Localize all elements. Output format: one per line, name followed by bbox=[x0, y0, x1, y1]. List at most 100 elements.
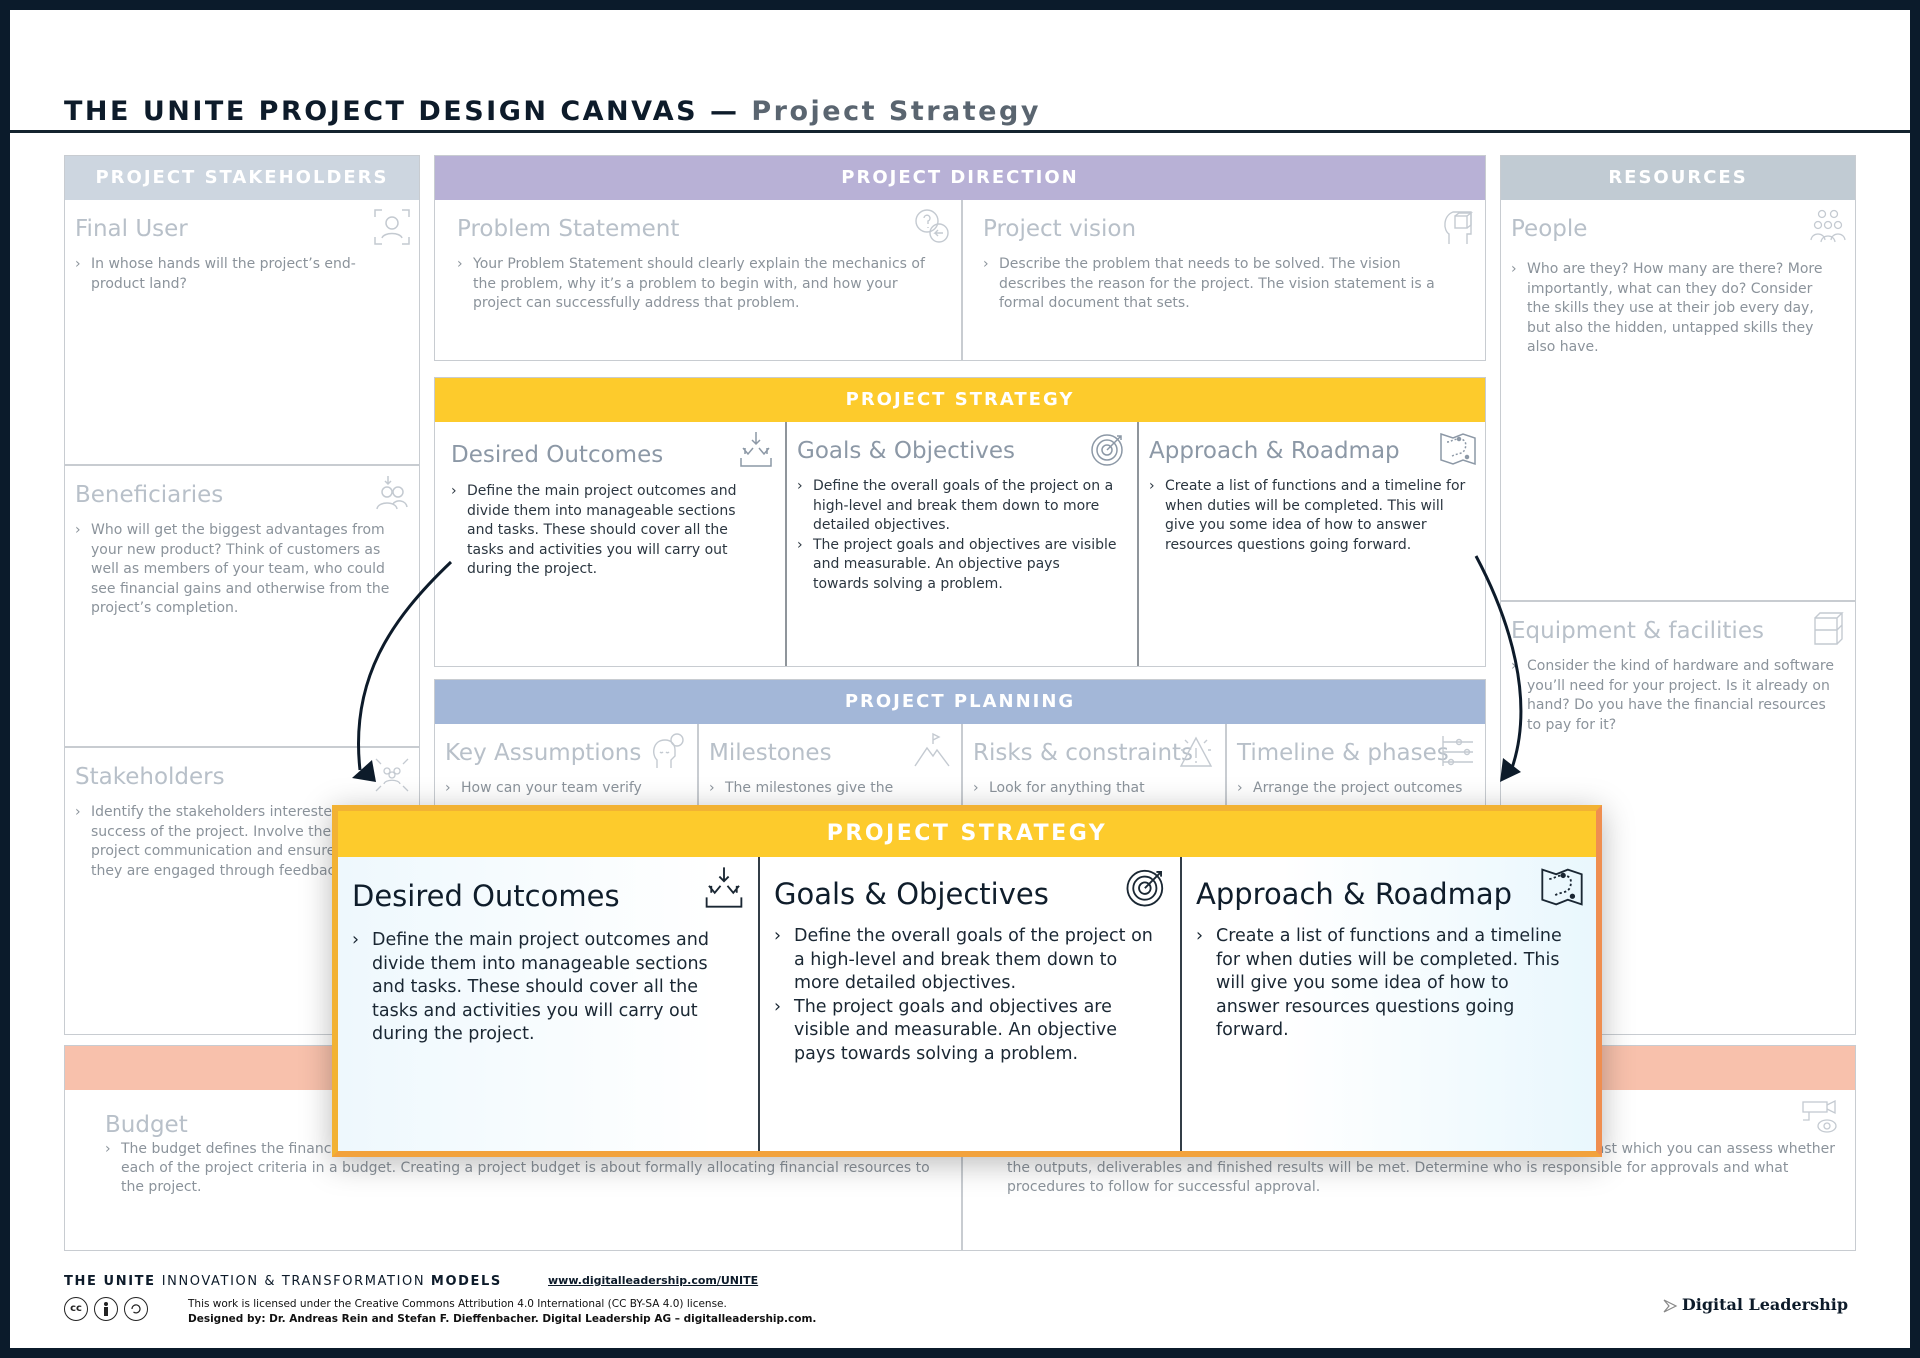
planning-section: PROJECT PLANNING Key Assumptions How can… bbox=[434, 679, 1486, 819]
footer-title-part: THE UNITE bbox=[64, 1274, 162, 1289]
cell-title: Budget bbox=[105, 1112, 188, 1138]
title-divider bbox=[10, 130, 1910, 133]
cell-title: Beneficiaries bbox=[75, 482, 224, 508]
boxes-icon bbox=[1814, 612, 1844, 645]
cell-bullet: Define the overall goals of the project … bbox=[797, 477, 1117, 536]
section-header: RESOURCES bbox=[1501, 156, 1855, 200]
warning-icon bbox=[1179, 736, 1213, 767]
divider bbox=[961, 1090, 963, 1250]
cell-timeline-phases[interactable]: Timeline & phases Arrange the project ou… bbox=[1227, 724, 1485, 818]
cell-bullet: Your Problem Statement should clearly ex… bbox=[457, 255, 941, 314]
cell-bullet: Arrange the project outcomes bbox=[1237, 779, 1467, 799]
overlay-header: PROJECT STRATEGY bbox=[338, 811, 1596, 857]
cell-people[interactable]: People Who are they? How many are there?… bbox=[1501, 200, 1855, 600]
timeline-sliders-icon bbox=[1442, 736, 1473, 766]
cell-stakeholders[interactable]: Stakeholders Identify the stakeholders i… bbox=[65, 748, 419, 1034]
overlay-cell-goals-objectives[interactable]: Goals & Objectives Define the overall go… bbox=[760, 857, 1180, 1151]
cc-icon: cc bbox=[64, 1297, 88, 1321]
divider bbox=[758, 857, 760, 1151]
cell-bullet: Describe the problem that needs to be so… bbox=[983, 255, 1467, 314]
cell-bullet: In whose hands will the project’s end-pr… bbox=[75, 255, 401, 294]
footer-title-part: MODELS bbox=[430, 1274, 502, 1289]
attribution-icon bbox=[94, 1297, 118, 1321]
cell-final-user[interactable]: Final User In whose hands will the proje… bbox=[65, 200, 419, 464]
footer-title: THE UNITE INNOVATION & TRANSFORMATION MO… bbox=[64, 1274, 502, 1289]
cell-milestones[interactable]: Milestones The milestones give the bbox=[699, 724, 961, 818]
share-alike-icon bbox=[124, 1297, 148, 1321]
user-focus-icon bbox=[374, 209, 410, 245]
cell-key-assumptions[interactable]: Key Assumptions How can your team verify bbox=[435, 724, 697, 818]
cell-approach-roadmap[interactable]: Approach & Roadmap Create a list of func… bbox=[1139, 422, 1485, 666]
stakeholders-group-icon bbox=[375, 758, 409, 792]
cell-project-vision[interactable]: Project vision Describe the problem that… bbox=[973, 200, 1485, 360]
cell-title: Approach & Roadmap bbox=[1149, 438, 1400, 464]
download-tray-icon bbox=[740, 432, 772, 467]
cell-title: Desired Outcomes bbox=[451, 442, 664, 468]
cell-equipment-facilities[interactable]: Equipment & facilities Consider the kind… bbox=[1501, 602, 1855, 1034]
title-main: THE UNITE PROJECT DESIGN CANVAS — bbox=[64, 96, 752, 127]
roadmap-icon bbox=[1541, 868, 1583, 906]
divider bbox=[1137, 422, 1139, 666]
cell-risks-constraints[interactable]: Risks & constraints Look for anything th… bbox=[963, 724, 1225, 818]
cell-goals-objectives[interactable]: Goals & Objectives Define the overall go… bbox=[787, 422, 1137, 666]
cell-bullet: Who will get the biggest advantages from… bbox=[75, 521, 401, 619]
cell-bullet: Who are they? How many are there? More i… bbox=[1511, 260, 1837, 358]
download-tray-icon bbox=[705, 867, 743, 908]
question-chat-icon bbox=[915, 209, 949, 243]
section-header: PROJECT DIRECTION bbox=[435, 156, 1485, 200]
footer-link[interactable]: www.digitalleadership.com/UNITE bbox=[548, 1274, 759, 1287]
cell-title: Timeline & phases bbox=[1237, 740, 1449, 766]
cell-desired-outcomes[interactable]: Desired Outcomes Define the main project… bbox=[441, 422, 785, 666]
cell-bullet: The project goals and objectives are vis… bbox=[774, 996, 1160, 1067]
cell-title: Desired Outcomes bbox=[352, 879, 620, 913]
cell-bullet: Look for anything that bbox=[973, 779, 1205, 799]
beneficiaries-icon bbox=[376, 476, 408, 510]
cell-bullet: Define the main project outcomes and div… bbox=[352, 929, 738, 1047]
divider bbox=[1225, 724, 1227, 818]
cell-bullet: The milestones give the bbox=[709, 779, 941, 799]
cell-title: Risks & constraints bbox=[973, 740, 1194, 766]
cell-title: Milestones bbox=[709, 740, 832, 766]
strategy-zoom-overlay: PROJECT STRATEGY Desired Outcomes Define… bbox=[332, 805, 1602, 1157]
footer-title-part: INNOVATION & TRANSFORMATION bbox=[161, 1274, 431, 1289]
cell-beneficiaries[interactable]: Beneficiaries Who will get the biggest a… bbox=[65, 466, 419, 746]
cell-title: Goals & Objectives bbox=[797, 438, 1015, 464]
cell-bullet: Create a list of functions and a timelin… bbox=[1149, 477, 1467, 555]
resources-section: RESOURCES People Who are they? How many … bbox=[1500, 155, 1856, 1035]
section-header: PROJECT STRATEGY bbox=[435, 378, 1485, 422]
canvas-page: THE UNITE PROJECT DESIGN CANVAS — Projec… bbox=[10, 10, 1910, 1348]
cell-title: Project vision bbox=[983, 216, 1137, 242]
license-text: This work is licensed under the Creative… bbox=[188, 1297, 816, 1327]
brand-logo: Digital Leadership bbox=[1681, 1295, 1848, 1314]
cell-title: People bbox=[1511, 216, 1588, 242]
cell-title: Final User bbox=[75, 216, 188, 242]
target-icon bbox=[1126, 869, 1164, 907]
section-header: PROJECT STAKEHOLDERS bbox=[65, 156, 419, 200]
designers-line: Designed by: Dr. Andreas Rein and Stefan… bbox=[188, 1313, 817, 1325]
cell-bullet: Define the overall goals of the project … bbox=[774, 925, 1160, 996]
cell-title: Problem Statement bbox=[457, 216, 680, 242]
cell-bullet: Consider the kind of hardware and softwa… bbox=[1511, 657, 1837, 735]
cell-title: Key Assumptions bbox=[445, 740, 642, 766]
cell-problem-statement[interactable]: Problem Statement Your Problem Statement… bbox=[447, 200, 961, 360]
strategy-section: PROJECT STRATEGY Desired Outcomes Define… bbox=[434, 377, 1486, 667]
cell-title: Stakeholders bbox=[75, 764, 225, 790]
cell-bullet: Identify the stakeholders interested in … bbox=[75, 803, 401, 881]
divider bbox=[1501, 600, 1855, 602]
title-sub: Project Strategy bbox=[751, 96, 1041, 127]
overlay-cell-desired-outcomes[interactable]: Desired Outcomes Define the main project… bbox=[338, 857, 758, 1151]
cell-bullet: Define the main project outcomes and div… bbox=[451, 482, 765, 580]
target-icon bbox=[1091, 434, 1123, 466]
people-group-icon bbox=[1810, 209, 1846, 243]
overlay-cell-approach-roadmap[interactable]: Approach & Roadmap Create a list of func… bbox=[1182, 857, 1596, 1151]
direction-section: PROJECT DIRECTION Problem Statement Your… bbox=[434, 155, 1486, 361]
brand-chevron-icon bbox=[1663, 1299, 1678, 1313]
cell-title: Goals & Objectives bbox=[774, 877, 1049, 911]
cell-title: Approach & Roadmap bbox=[1196, 877, 1513, 911]
thinking-head-icon bbox=[653, 733, 684, 768]
cell-bullet: The project goals and objectives are vis… bbox=[797, 536, 1117, 595]
divider bbox=[785, 422, 787, 666]
divider bbox=[1180, 857, 1182, 1151]
roadmap-icon bbox=[1440, 432, 1476, 466]
divider bbox=[961, 200, 963, 360]
